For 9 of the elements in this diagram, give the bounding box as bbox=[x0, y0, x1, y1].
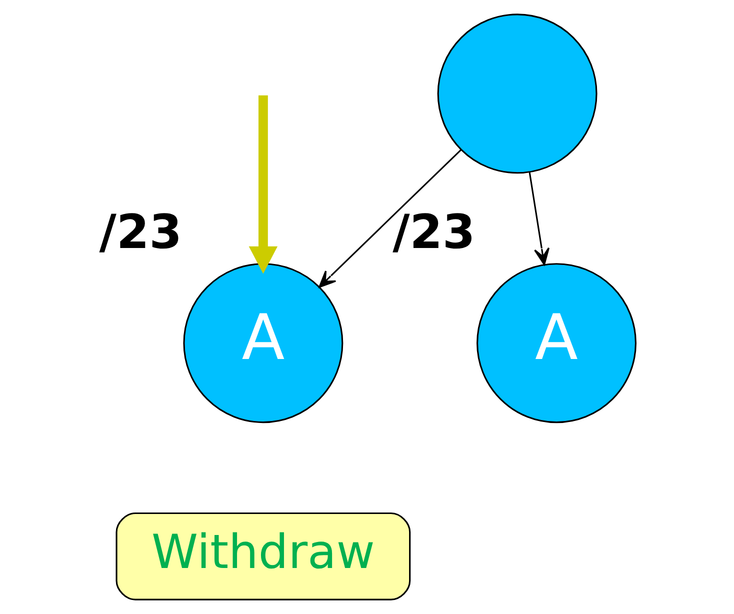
arrow bbox=[318, 149, 461, 288]
node-box: Withdraw bbox=[115, 512, 410, 600]
node-label: /23 bbox=[98, 205, 182, 260]
arrow bbox=[248, 95, 278, 274]
node-circle: A bbox=[476, 263, 636, 424]
node-circle bbox=[436, 14, 597, 174]
node-label: /23 bbox=[392, 205, 475, 260]
node-circle: A bbox=[182, 263, 343, 424]
arrow bbox=[528, 172, 550, 266]
